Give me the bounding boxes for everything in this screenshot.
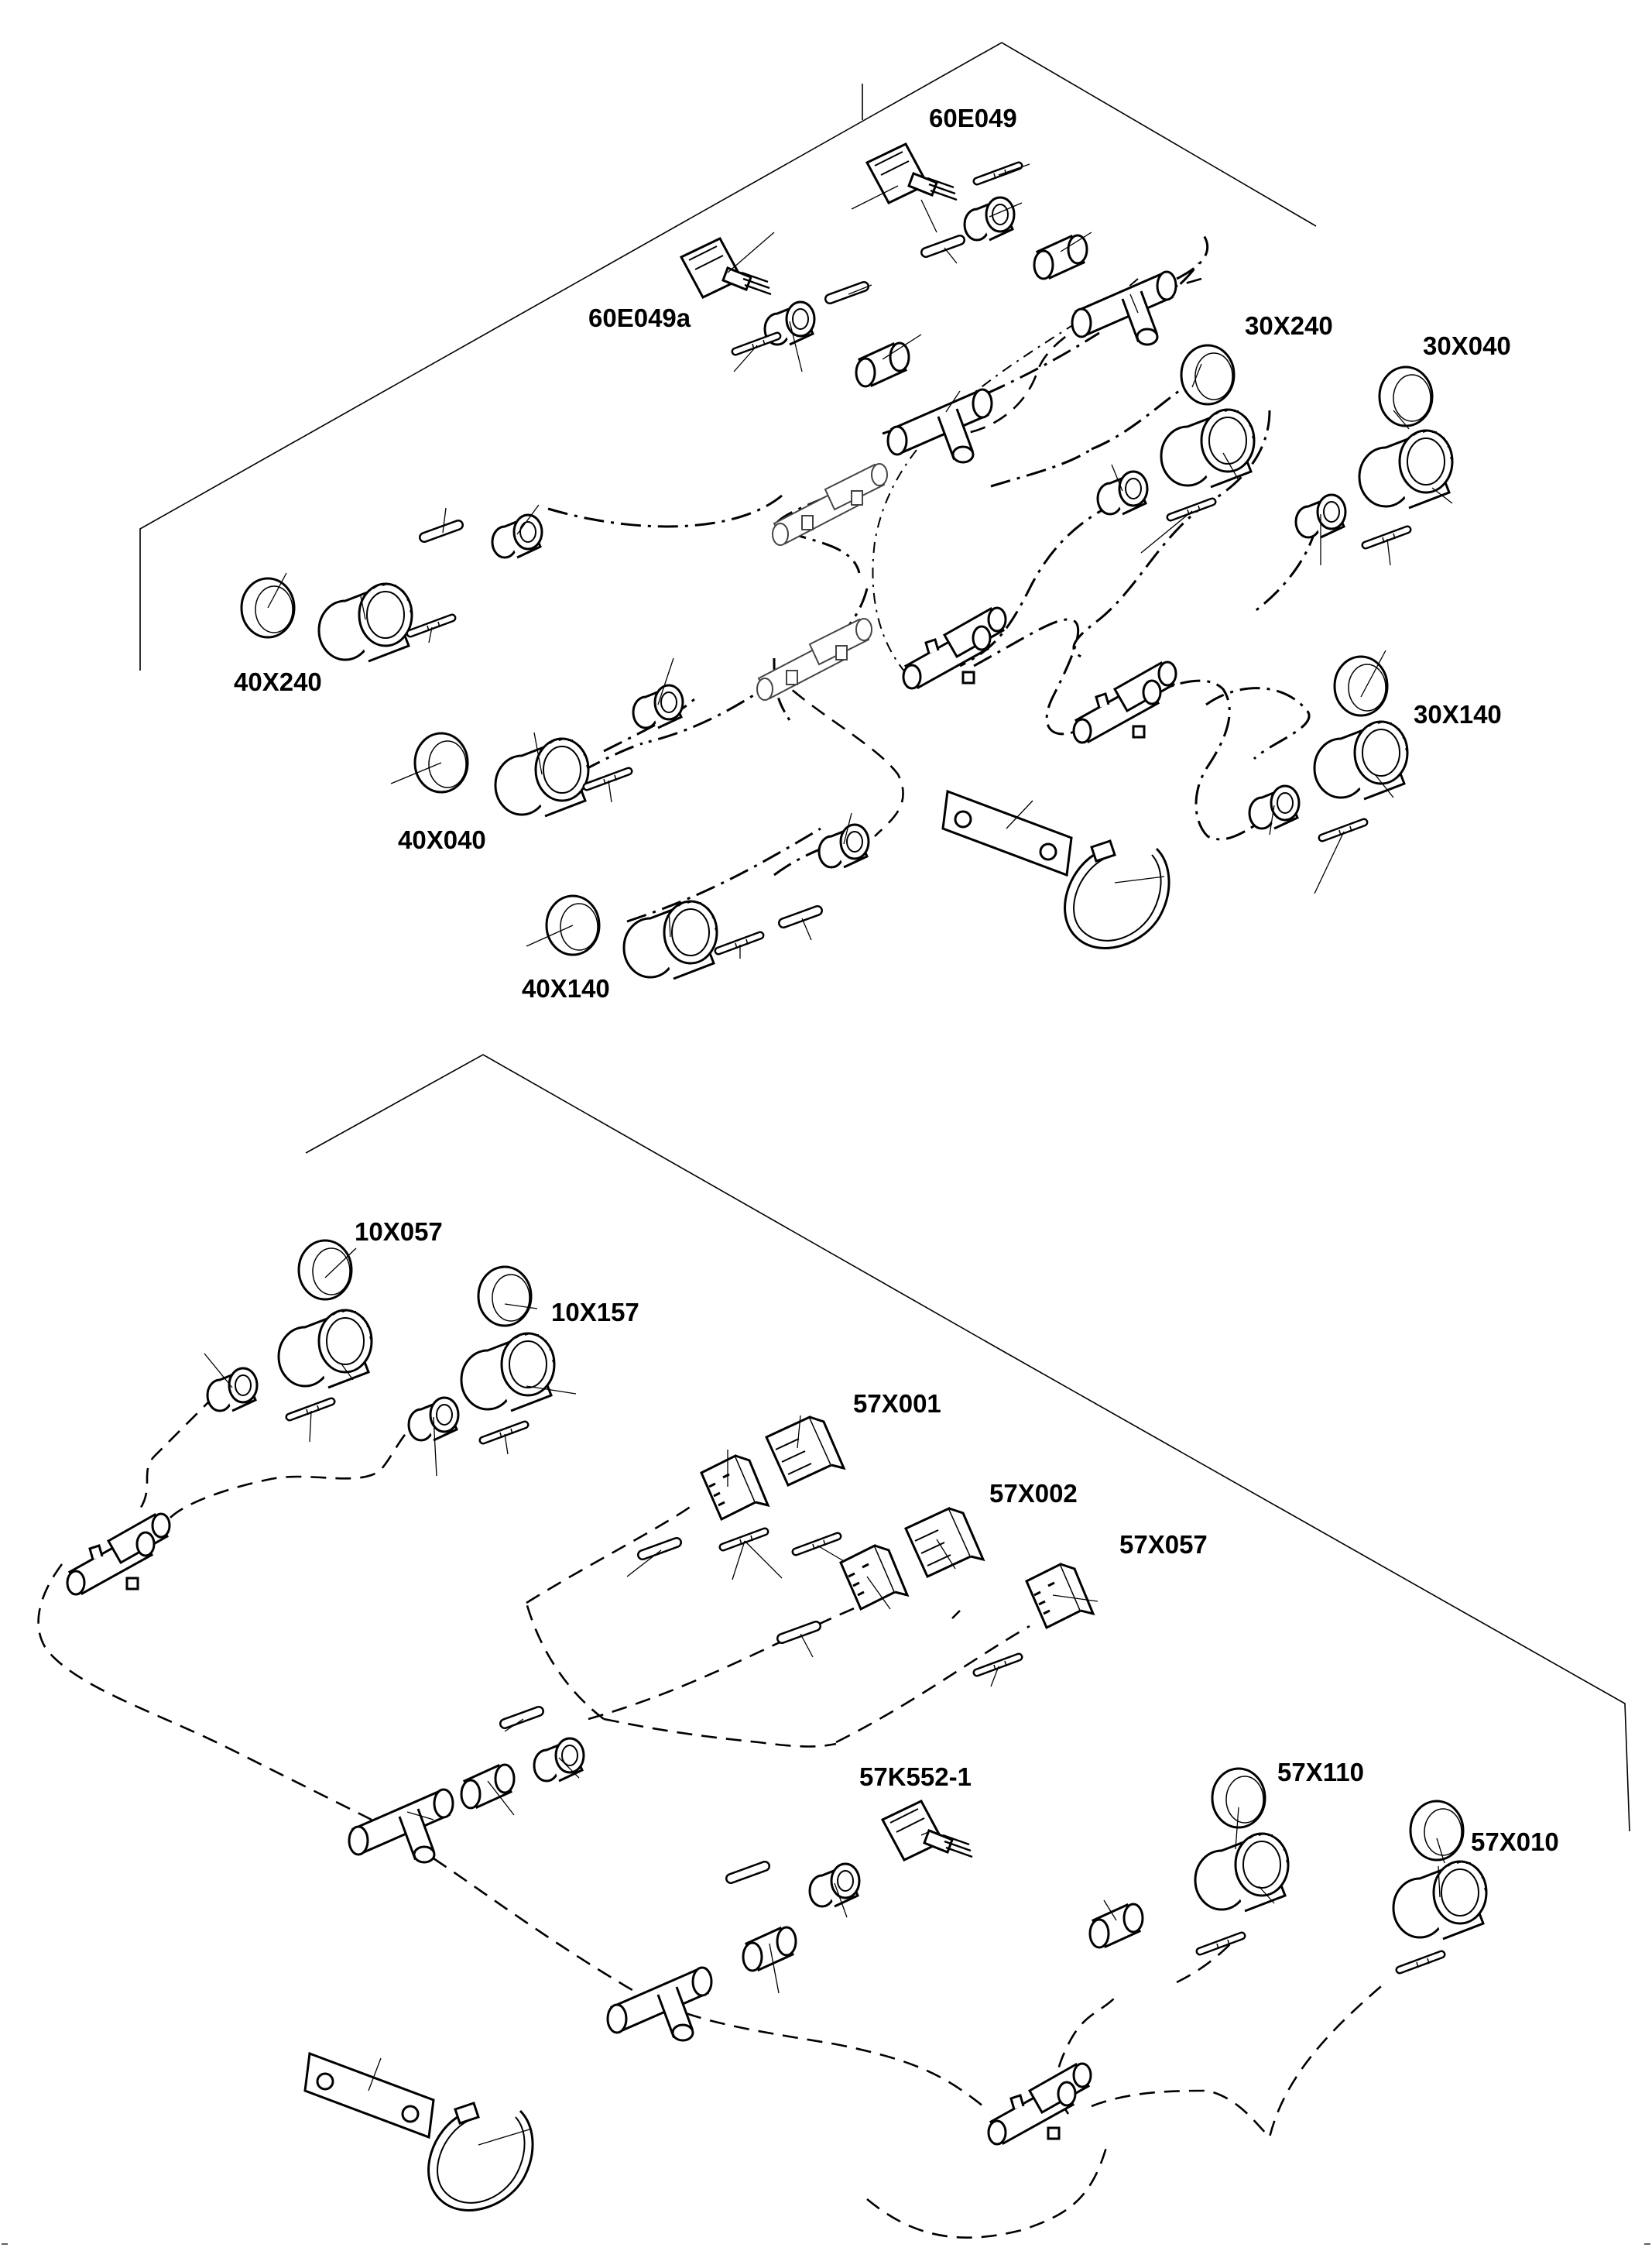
label-57X110: 57X110 xyxy=(1277,1758,1364,1786)
frame-lines xyxy=(139,42,1630,1832)
label-30X240: 30X240 xyxy=(1245,311,1333,340)
top-wires xyxy=(547,232,1318,923)
bottom-leaders xyxy=(204,1247,1445,2146)
label-57X010: 57X010 xyxy=(1471,1827,1559,1856)
top-leaders xyxy=(267,163,1453,959)
bottom-wires xyxy=(37,1378,1386,2239)
label-30X040: 30X040 xyxy=(1423,331,1511,360)
label-60E049a: 60E049a xyxy=(588,304,691,332)
label-57X001: 57X001 xyxy=(853,1389,941,1418)
label-10X057: 10X057 xyxy=(355,1217,443,1246)
label-30X140: 30X140 xyxy=(1414,700,1502,729)
bottom-parts xyxy=(66,1239,1488,2212)
label-40X240: 40X240 xyxy=(234,667,322,696)
callout-labels: 60E049 60E049a 30X240 30X040 30X140 40X2… xyxy=(234,104,1559,1856)
label-57X002: 57X002 xyxy=(989,1479,1078,1508)
label-40X140: 40X140 xyxy=(522,974,610,1003)
label-60E049: 60E049 xyxy=(929,104,1017,132)
label-10X157: 10X157 xyxy=(551,1298,639,1326)
label-57X057: 57X057 xyxy=(1119,1530,1208,1559)
label-57K552-1: 57K552-1 xyxy=(859,1762,972,1791)
label-40X040: 40X040 xyxy=(398,825,486,854)
